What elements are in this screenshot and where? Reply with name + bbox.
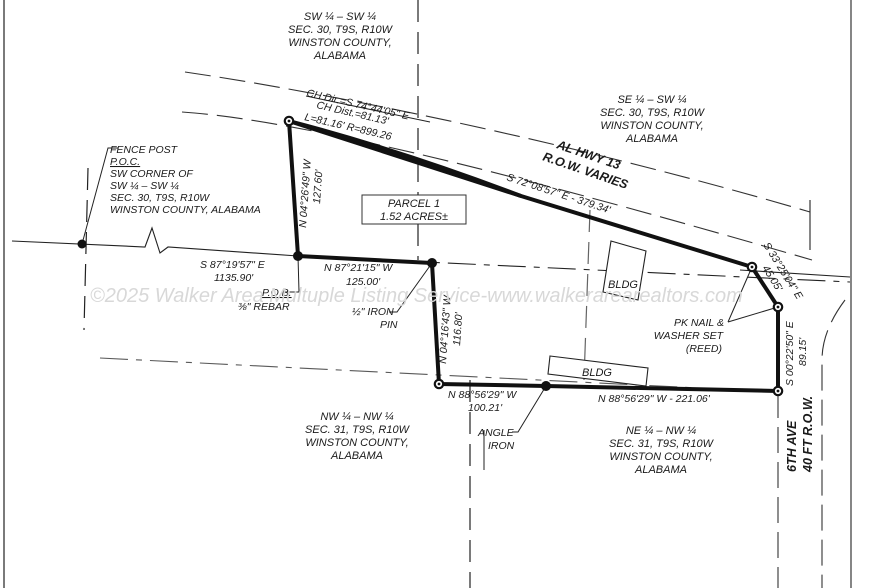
svg-text:SEC. 31, T9S, R10W: SEC. 31, T9S, R10W [305, 424, 411, 436]
svg-text:SW ¼ – SW ¼: SW ¼ – SW ¼ [110, 180, 179, 192]
angle-iron-label-2: IRON [488, 440, 515, 452]
quarter-label-top: SW ¼ – SW ¼ SEC. 30, T9S, R10W WINSTON C… [288, 11, 394, 62]
angle-iron-node [541, 381, 551, 391]
corner-node-e-dot [776, 305, 780, 309]
svg-text:SW ¼ – SW ¼: SW ¼ – SW ¼ [304, 11, 376, 23]
pk-nail-label: PK NAIL & WASHER SET (REED) [654, 317, 725, 355]
pob-rebar-node [293, 251, 303, 261]
call-east-bearing: S 00°22'50" E [784, 320, 796, 386]
corner-node-nw-dot [287, 119, 291, 123]
6th-ave-label: 6TH AVE 40 FT R.O.W. [785, 396, 815, 473]
pk-nail-leader-2 [727, 306, 779, 323]
west-reference-line [83, 167, 89, 331]
building-2 [547, 355, 649, 387]
watermark-text: ©2025 Walker Area Multuple Listing Servi… [90, 285, 743, 307]
svg-text:ALABAMA: ALABAMA [313, 50, 366, 62]
pob-description: ⅜" REBAR [238, 301, 290, 313]
poc-label: FENCE POST P.O.C. SW CORNER OF SW ¼ – SW… [110, 144, 261, 216]
curve-underline [305, 95, 431, 123]
parcel-name: PARCEL 1 [388, 198, 440, 210]
call-south-west-distance: 100.21' [468, 402, 503, 414]
svg-text:WINSTON COUNTY,: WINSTON COUNTY, [609, 451, 712, 463]
call-west-distance: 127.60' [311, 168, 325, 204]
iron-pin-label-1: ½" IRON [352, 306, 394, 318]
poc-leader [81, 147, 118, 245]
pob-title: P.O.B. [262, 287, 292, 299]
building-1 [602, 240, 647, 301]
curve-data-label: CH Dir.=S 74°44'05" E CH Dist.=81.13' L=… [303, 87, 411, 143]
angle-iron-leader [512, 385, 547, 433]
iron-pin-label-2: PIN [380, 319, 398, 331]
svg-text:NW ¼ – NW ¼: NW ¼ – NW ¼ [320, 411, 393, 423]
pk-nail-leader-1 [727, 266, 753, 323]
poc-fence-post-node [77, 239, 87, 249]
svg-text:SEC. 30, T9S, R10W: SEC. 30, T9S, R10W [288, 24, 394, 36]
corner-node-sw-dot [437, 382, 441, 386]
svg-text:6TH AVE: 6TH AVE [785, 420, 799, 472]
parcel-boundary [287, 119, 780, 393]
corner-node-ne-dot [750, 265, 754, 269]
parcel-area: 1.52 ACRES± [380, 211, 448, 223]
parcel-curve-segment [288, 119, 522, 198]
svg-text:WINSTON COUNTY, ALABAMA: WINSTON COUNTY, ALABAMA [110, 204, 261, 216]
svg-text:P.O.C.: P.O.C. [110, 156, 140, 168]
tie-line-west [11, 226, 299, 257]
angle-iron-label-1: ANGLE [477, 427, 515, 439]
call-inner-horizontal-bearing: N 87°21'15" W [324, 262, 393, 274]
call-inner-horizontal-distance: 125.00' [346, 276, 381, 288]
svg-text:SEC. 30, T9S, R10W: SEC. 30, T9S, R10W [110, 192, 210, 204]
call-south-west-bearing: N 88°56'29" W [448, 389, 517, 401]
svg-text:SW CORNER OF: SW CORNER OF [110, 168, 193, 180]
svg-text:ALABAMA: ALABAMA [634, 464, 687, 476]
call-tie-bearing: S 87°19'57" E [200, 259, 266, 271]
pob-leader [285, 255, 300, 293]
building-1-label: BLDG [608, 279, 638, 291]
6th-ave-row-east [821, 299, 846, 588]
svg-text:NE ¼ – NW ¼: NE ¼ – NW ¼ [626, 425, 696, 437]
svg-text:SEC. 30, T9S, R10W: SEC. 30, T9S, R10W [600, 107, 706, 119]
svg-text:40 FT R.O.W.: 40 FT R.O.W. [801, 396, 815, 473]
svg-text:SE ¼ – SW ¼: SE ¼ – SW ¼ [617, 94, 686, 106]
call-inner-vertical-distance: 116.80' [451, 311, 465, 346]
svg-text:WASHER SET: WASHER SET [654, 330, 725, 342]
quarter-label-bottom-left: NW ¼ – NW ¼ SEC. 31, T9S, R10W WINSTON C… [305, 411, 411, 462]
call-west-bearing: N 04°26'49" W [297, 158, 314, 228]
iron-pin-node [427, 258, 437, 268]
quarter-label-bottom-right: NE ¼ – NW ¼ SEC. 31, T9S, R10W WINSTON C… [609, 425, 715, 476]
inner-dash-line [583, 209, 591, 381]
hwy13-label: AL HWY 13 R.O.W. VARIES [541, 137, 630, 192]
svg-text:ALABAMA: ALABAMA [625, 133, 678, 145]
svg-text:(REED): (REED) [686, 343, 722, 355]
svg-text:FENCE POST: FENCE POST [110, 144, 179, 156]
iron-pin-leader [389, 262, 433, 313]
building-2-label: BLDG [582, 367, 612, 379]
misc-line [739, 269, 851, 278]
corner-node-se-dot [776, 389, 780, 393]
hwy13-row-north [184, 71, 811, 213]
svg-text:ALABAMA: ALABAMA [330, 450, 383, 462]
svg-text:WINSTON COUNTY,: WINSTON COUNTY, [288, 37, 391, 49]
call-south-east-bearing: N 88°56'29" W - 221.06' [598, 393, 711, 405]
svg-text:SEC. 31, T9S, R10W: SEC. 31, T9S, R10W [609, 438, 715, 450]
quarter-label-top-right: SE ¼ – SW ¼ SEC. 30, T9S, R10W WINSTON C… [600, 94, 706, 145]
call-east-distance: 89.15' [797, 337, 809, 366]
svg-text:WINSTON COUNTY,: WINSTON COUNTY, [305, 437, 408, 449]
svg-text:PK NAIL &: PK NAIL & [674, 317, 724, 329]
call-inner-vertical-bearing: N 04°16'43" W [437, 294, 454, 364]
call-tie-distance: 1135.90' [214, 272, 254, 284]
svg-text:WINSTON COUNTY,: WINSTON COUNTY, [600, 120, 703, 132]
hwy13-row-south [181, 111, 813, 261]
parcel-label-box [361, 194, 467, 225]
